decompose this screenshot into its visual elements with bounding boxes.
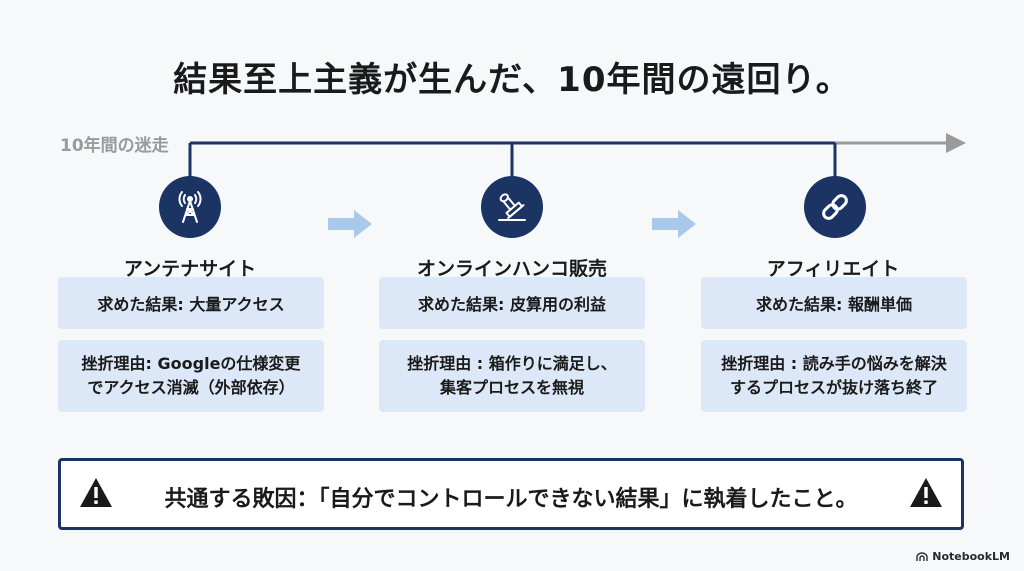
reason-line: 挫折理由 : 読み手の悩みを解決 bbox=[721, 354, 947, 373]
timeline-label: 10年間の迷走 bbox=[60, 136, 169, 156]
result-text: 求めた結果: 皮算用の利益 bbox=[418, 295, 606, 314]
link-icon bbox=[804, 176, 866, 238]
reason-line: するプロセスが抜け落ち終了 bbox=[729, 378, 938, 397]
notebooklm-logo-icon bbox=[916, 551, 928, 561]
page-title: 結果至上主義が生んだ、10年間の遠回り。 bbox=[173, 60, 851, 100]
radio-tower-icon bbox=[159, 176, 221, 238]
result-text: 求めた結果: 報酬単価 bbox=[756, 295, 912, 314]
reason-box: 挫折理由 : 箱作りに満足し、 集客プロセスを無視 bbox=[379, 340, 645, 412]
column-title: アンテナサイト bbox=[123, 258, 257, 280]
result-box: 求めた結果: 大量アクセス bbox=[58, 277, 324, 329]
reason-line: でアクセス消滅（外部依存） bbox=[87, 378, 295, 397]
result-box: 求めた結果: 皮算用の利益 bbox=[379, 277, 645, 329]
reason-line: 集客プロセスを無視 bbox=[439, 378, 584, 397]
conclusion-bar: 共通する敗因：「自分でコントロールできない結果」に執着したこと。 bbox=[58, 458, 964, 530]
reason-line: 挫折理由 : 箱作りに満足し、 bbox=[407, 354, 617, 373]
brand-name: NotebookLM bbox=[932, 550, 1010, 563]
column-title: オンラインハンコ販売 bbox=[416, 258, 607, 280]
reason-line: 挫折理由: Googleの仕様変更 bbox=[81, 354, 301, 373]
brand-footer: NotebookLM bbox=[916, 550, 1010, 563]
warning-icon bbox=[80, 478, 112, 507]
reason-box: 挫折理由 : 読み手の悩みを解決 するプロセスが抜け落ち終了 bbox=[701, 340, 967, 412]
flow-arrow-1 bbox=[328, 210, 372, 238]
timeline-arrowhead bbox=[946, 133, 966, 153]
column-title: アフィリエイト bbox=[766, 258, 900, 280]
reason-box: 挫折理由: Googleの仕様変更 でアクセス消滅（外部依存） bbox=[58, 340, 324, 412]
conclusion-text: 共通する敗因：「自分でコントロールできない結果」に執着したこと。 bbox=[164, 487, 858, 512]
stamp-icon bbox=[481, 176, 543, 238]
result-text: 求めた結果: 大量アクセス bbox=[97, 295, 285, 314]
flow-arrow-2 bbox=[652, 210, 696, 238]
result-box: 求めた結果: 報酬単価 bbox=[701, 277, 967, 329]
warning-icon bbox=[910, 478, 942, 507]
